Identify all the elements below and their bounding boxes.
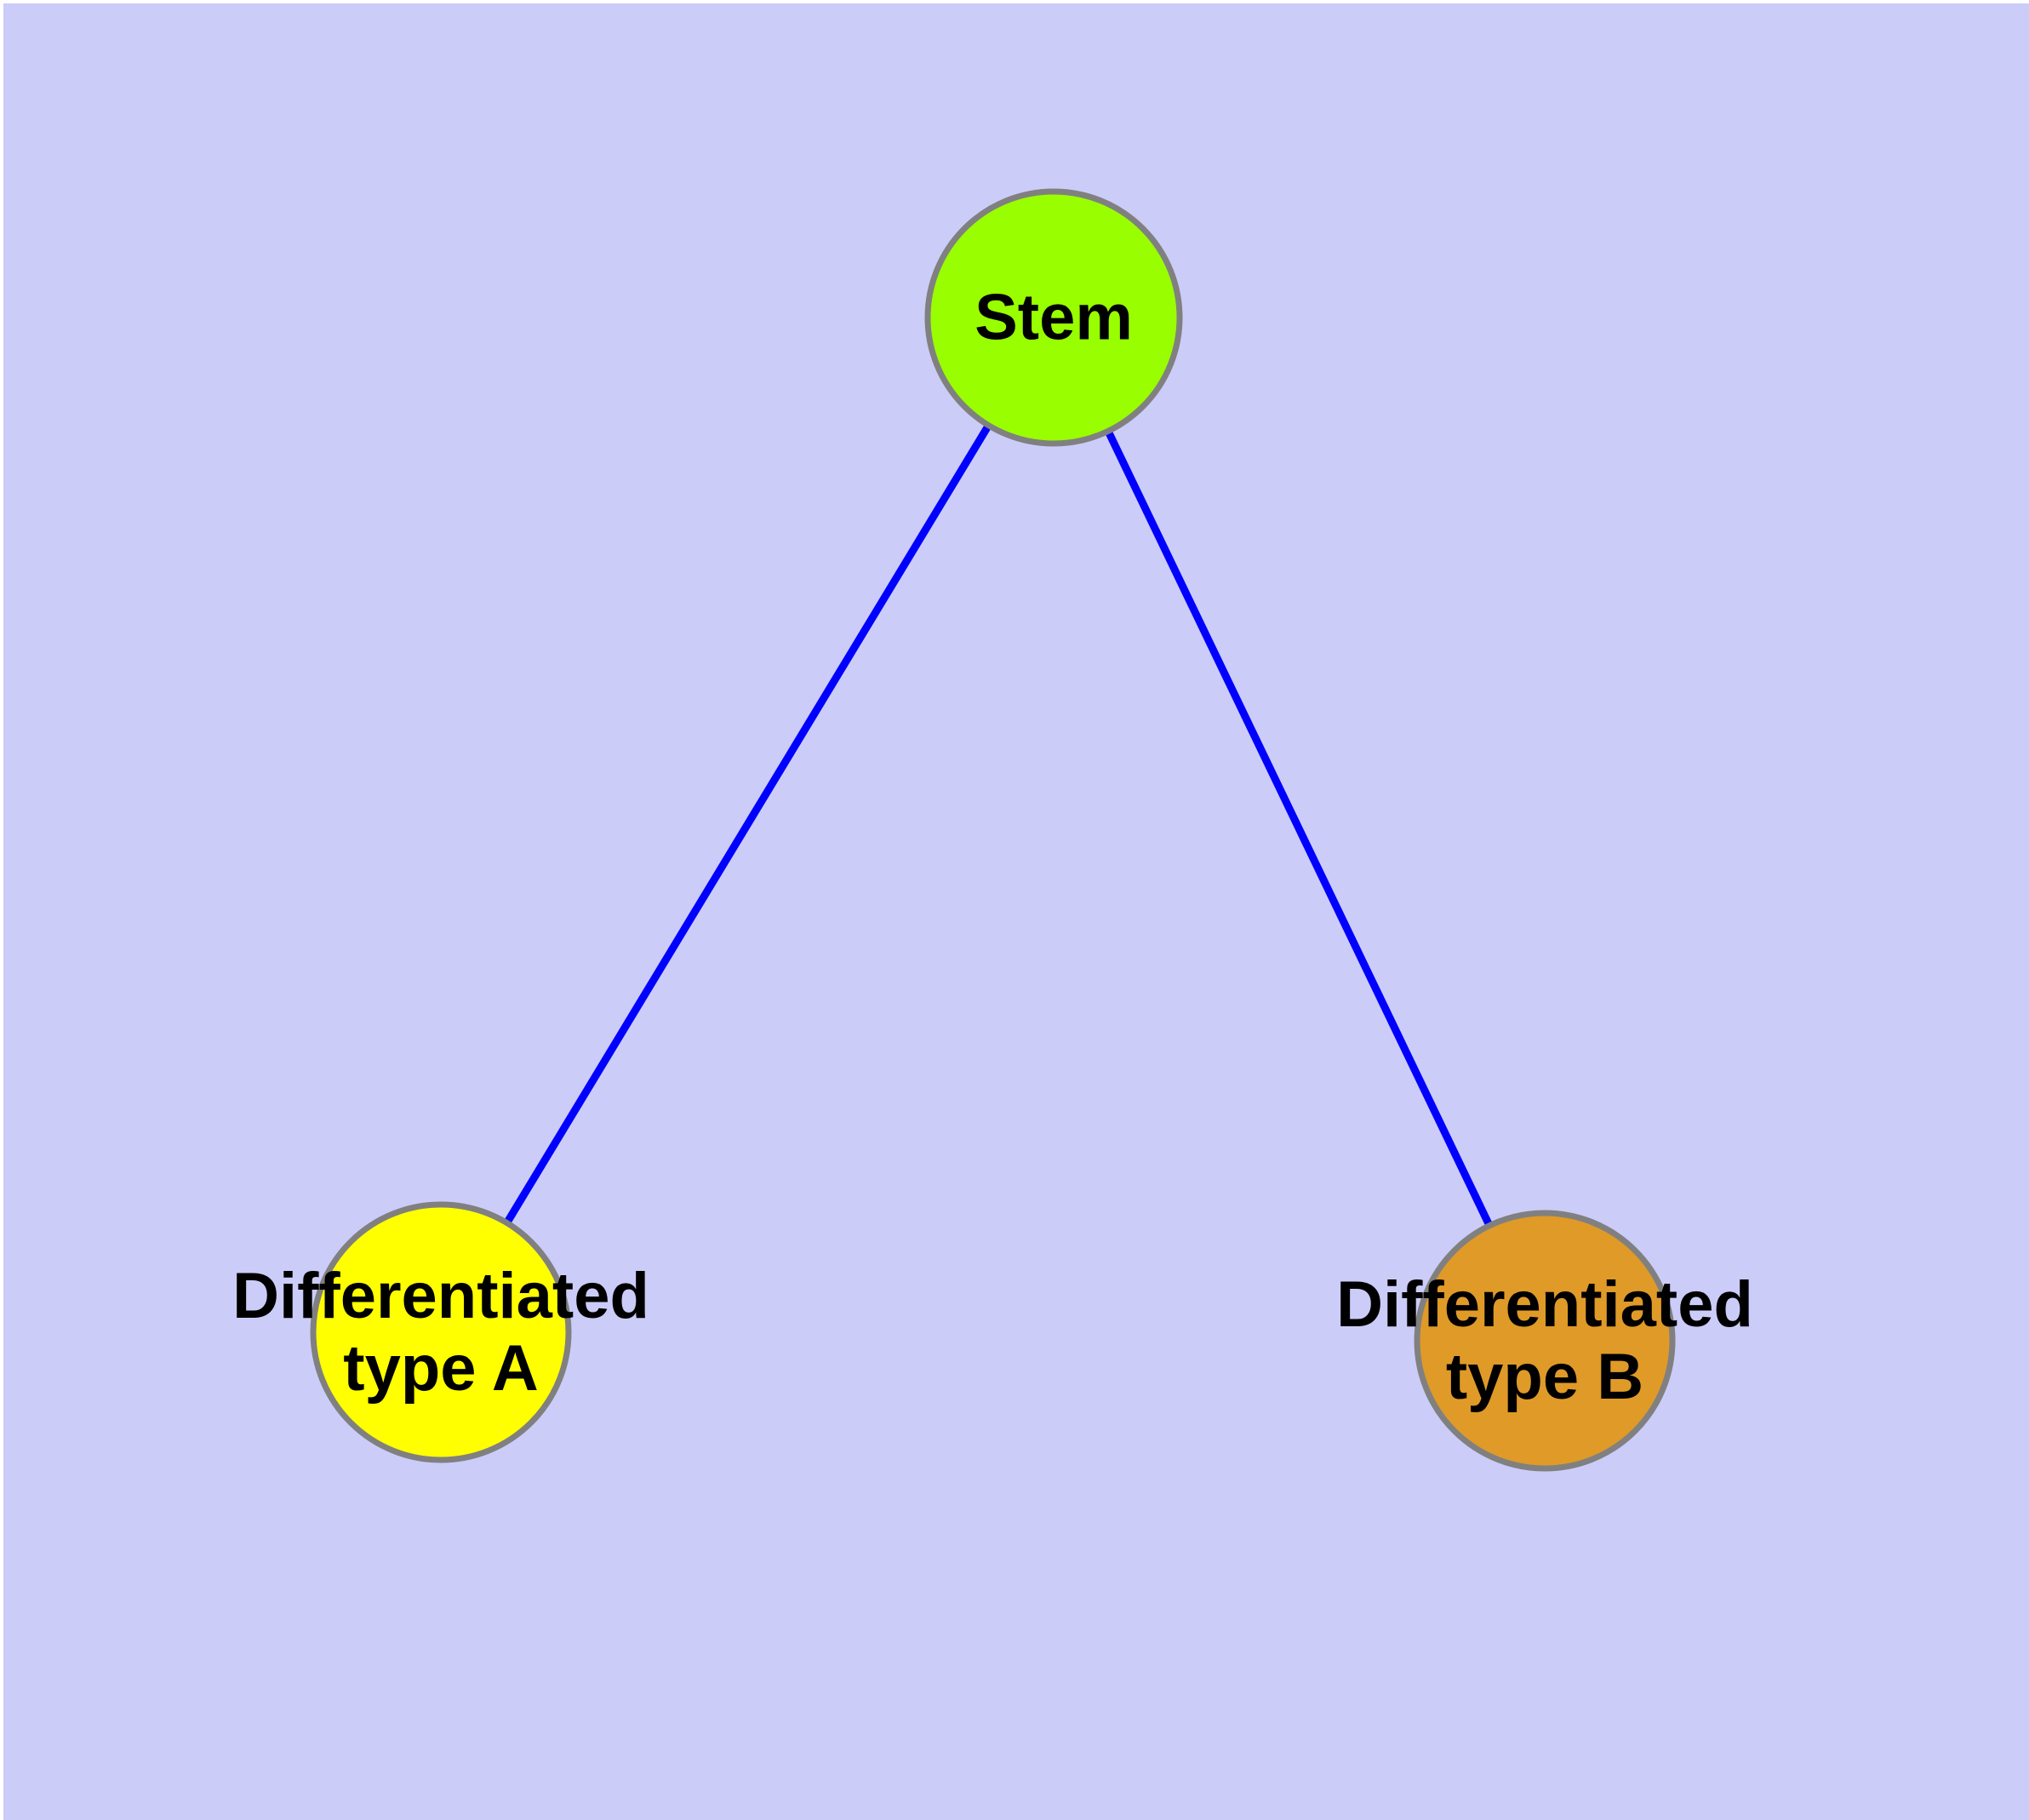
- node-stem-label: Stem: [974, 282, 1133, 354]
- node-layer: [310, 188, 1676, 1472]
- node-stem-circle[interactable]: [924, 188, 1183, 447]
- edge-stem-diff-b[interactable]: [1049, 316, 1549, 1342]
- edge-layer: [437, 315, 1549, 1342]
- node-diff-a-circle[interactable]: [310, 1201, 572, 1463]
- node-diff-b-circle[interactable]: [1414, 1210, 1676, 1472]
- edge-stem-diff-a[interactable]: [437, 315, 1057, 1335]
